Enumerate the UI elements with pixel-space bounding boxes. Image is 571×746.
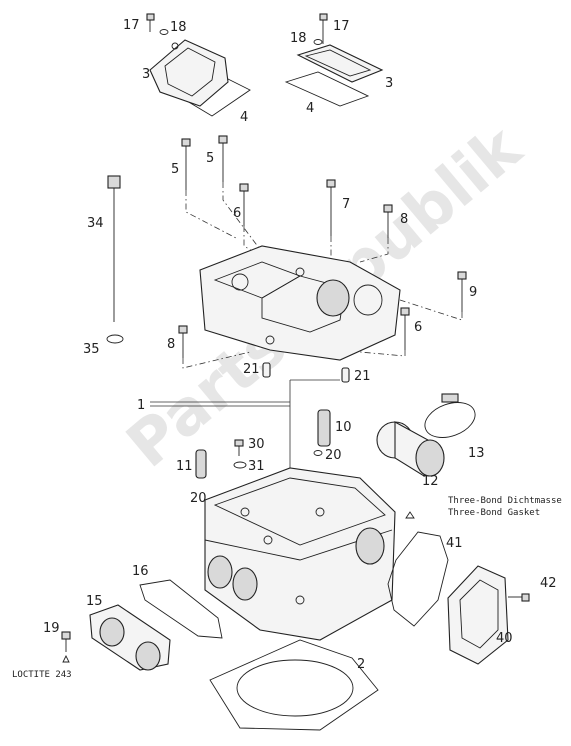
cover-40 (447, 565, 509, 665)
ring-20a (313, 450, 323, 456)
label-40: 40 (496, 631, 513, 646)
label-42: 42 (540, 576, 557, 591)
label-20b: 20 (190, 491, 207, 506)
note-threebond-gasket: Three-Bond Gasket (448, 508, 540, 518)
bolt-6b (400, 307, 410, 350)
label-17-right: 17 (333, 19, 350, 34)
label-8a: 8 (400, 212, 408, 227)
bolt-42 (508, 593, 530, 602)
pin-21a (262, 362, 271, 378)
alignment-lines (182, 182, 463, 369)
cam-carrier (199, 245, 401, 361)
label-4-left: 4 (240, 110, 248, 125)
label-35: 35 (83, 342, 100, 357)
valve-cover-right (284, 44, 384, 107)
label-7: 7 (342, 197, 350, 212)
label-6b: 6 (414, 320, 422, 335)
label-15: 15 (86, 594, 103, 609)
hose-clamp-13 (424, 393, 476, 438)
bolt-17-right (319, 13, 328, 44)
label-11: 11 (176, 459, 193, 474)
note-threebond-dichtmasse: Three-Bond Dichtmasse (448, 496, 562, 506)
washer-18-left (159, 29, 169, 35)
label-18-right: 18 (290, 31, 307, 46)
bolt-17-left (146, 13, 155, 32)
loctite-drop (62, 654, 70, 663)
bolt-8a (383, 204, 393, 238)
washer-18-right (313, 39, 323, 45)
intake-flange-15 (89, 604, 171, 671)
bolt-5b (218, 135, 228, 182)
label-18-left: 18 (170, 20, 187, 35)
label-4-right: 4 (306, 101, 314, 116)
label-20a: 20 (325, 448, 342, 463)
gasket-41 (387, 531, 449, 627)
label-3-left: 3 (142, 67, 150, 82)
bolt-8b (178, 325, 188, 358)
sealant-drop (405, 511, 415, 519)
note-loctite: LOCTITE 243 (12, 670, 72, 680)
bolt-5a (181, 138, 191, 190)
label-34: 34 (87, 216, 104, 231)
bolt-30 (234, 439, 244, 456)
label-21b: 21 (354, 369, 371, 384)
stud-34 (107, 175, 121, 322)
label-13: 13 (468, 446, 485, 461)
label-3-right: 3 (385, 76, 393, 91)
label-16: 16 (132, 564, 149, 579)
label-19: 19 (43, 621, 60, 636)
bolt-7 (326, 179, 336, 236)
bolt-9 (457, 271, 467, 312)
pin-21b (341, 367, 350, 383)
washer-35 (106, 334, 124, 344)
label-9: 9 (469, 285, 477, 300)
label-2: 2 (357, 657, 365, 672)
valve-guide-10 (317, 409, 331, 447)
label-6a: 6 (233, 206, 241, 221)
label-5b: 5 (206, 151, 214, 166)
label-41: 41 (446, 536, 463, 551)
label-17-left: 17 (123, 18, 140, 33)
gasket-16 (139, 579, 223, 639)
label-10: 10 (335, 420, 352, 435)
intake-rubber-12 (376, 421, 445, 477)
label-30: 30 (248, 437, 265, 452)
valve-guide-11 (195, 449, 207, 479)
head-gasket-2 (209, 639, 379, 731)
label-5a: 5 (171, 162, 179, 177)
bolt-6a (239, 183, 249, 226)
leader-1 (150, 379, 340, 470)
label-8b: 8 (167, 337, 175, 352)
label-1: 1 (137, 398, 145, 413)
label-12: 12 (422, 474, 439, 489)
washer-31 (233, 461, 247, 469)
valve-cover-left (149, 39, 251, 117)
cylinder-head (204, 467, 396, 641)
label-21a: 21 (243, 362, 260, 377)
label-31: 31 (248, 459, 265, 474)
screw-19 (61, 631, 71, 652)
